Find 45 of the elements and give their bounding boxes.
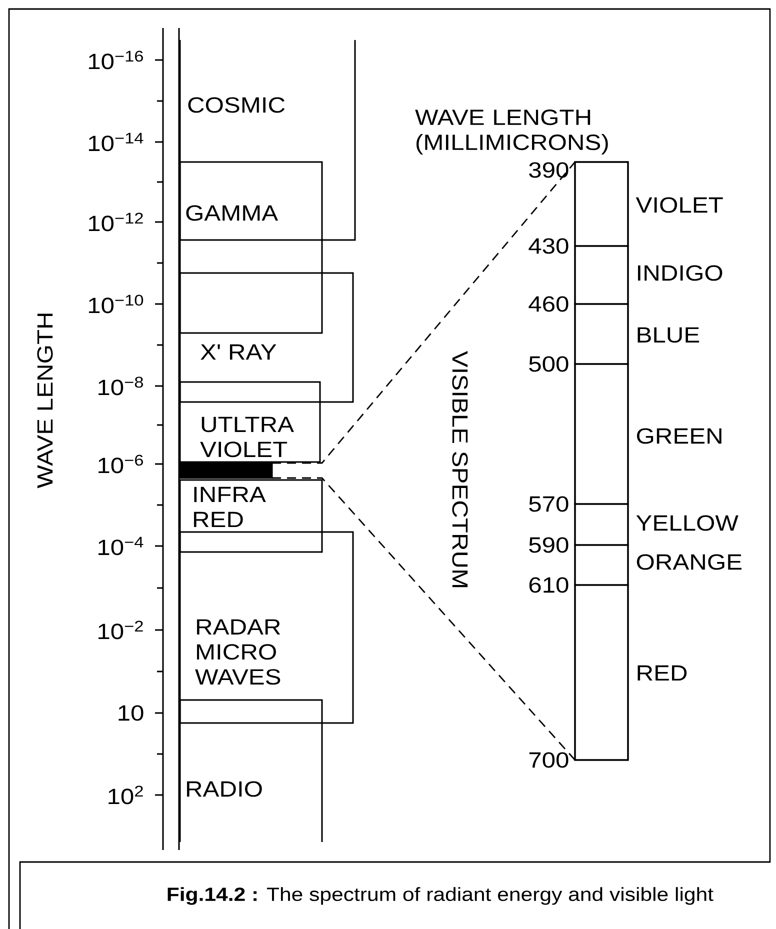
spectrum-title: VISIBLE SPECTRUM [452,350,468,588]
color-band: YELLOW [574,503,738,546]
tick-label: 10$^{−14}$ [88,132,144,152]
tick-label: 10$^{−6}$ [98,454,143,474]
wavelength-value: 570 [529,496,568,512]
color-band: ORANGE [574,544,742,586]
node-label: GREEN [636,428,722,444]
tick-label: 10$^{−16}$ [88,50,143,70]
band-box: GAMMA [179,161,323,334]
axis-title: WAVE LENGTH (MILLIMICRONS) [415,110,608,154]
dashed-line [272,162,576,464]
tick-label: 10$^{−8}$ [98,376,143,396]
color-band: VIOLET [574,161,723,247]
wavelength-value: 390 [529,162,568,178]
tick-label: 10 [118,705,144,721]
node-label: ORANGE [636,554,742,570]
tick-label: 10$^{−4}$ [98,536,144,556]
color-band: BLUE [574,303,700,365]
node-label: VIOLET [636,197,723,213]
band-box: X' RAY [179,272,354,403]
tick-label: 10$^{2}$ [108,786,143,804]
node-label: BLUE [638,327,700,343]
figure-caption: Fig.14.2 : The spectrum of radiant energy and visible light [168,887,714,905]
axis-title: WAVE LENGTH [37,314,53,488]
tick-label: 10$^{−12}$ [88,212,143,232]
band-bar [179,462,273,479]
node-label: INDIGO [638,265,722,281]
dashed-line [272,477,576,760]
color-band: INDIGO [574,245,722,305]
color-band: GREEN [574,363,722,505]
wavelength-value: 700 [529,752,568,768]
wavelength-value: 590 [529,537,568,553]
band-box: RADAR MICRO WAVES [179,531,354,724]
band-box: RADIO [179,699,323,842]
wavelength-value: 500 [529,356,568,372]
wavelength-value: 460 [528,296,568,312]
node-label: YELLOW [636,515,738,531]
tick-label: 10$^{−2}$ [98,620,143,640]
color-band: RED [574,584,687,761]
tick-label: 10$^{−10}$ [88,294,144,314]
node-label: RED [638,665,687,681]
wavelength-value: 430 [528,238,568,254]
band-box: UTLTRA VIOLET [179,381,321,463]
band-box: INFRA RED [179,479,323,553]
wavelength-value: 610 [529,577,568,593]
